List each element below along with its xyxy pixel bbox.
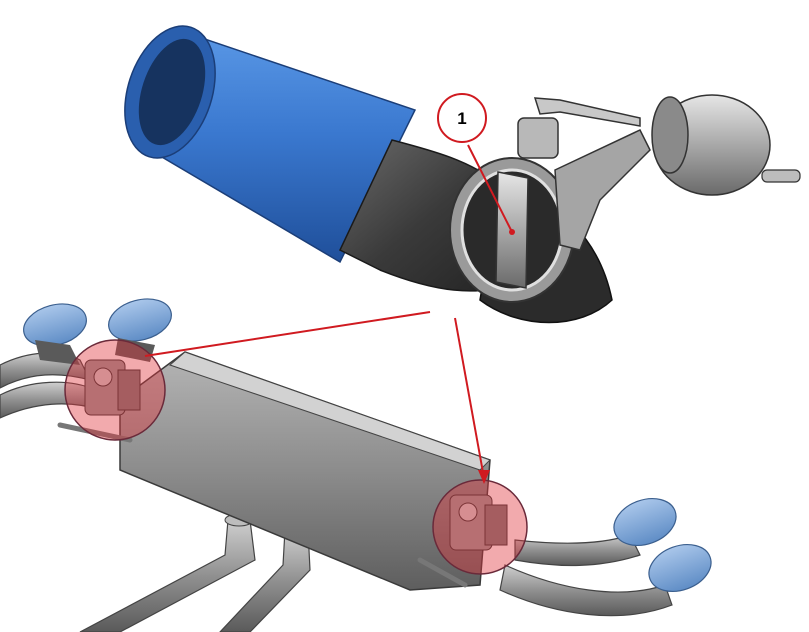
left-flap-valve	[84, 359, 141, 416]
leader-line-right	[454, 317, 485, 479]
inlet-pipe-left	[79, 519, 256, 632]
silencer-assembly	[0, 298, 712, 632]
left-flap-valve-highlight	[64, 339, 166, 441]
left-tip-b	[108, 298, 172, 342]
right-tip-b	[648, 544, 712, 592]
right-flap-valve-highlight	[432, 479, 528, 575]
callout-1-bubble	[437, 93, 487, 143]
mounting-bracket	[554, 129, 651, 251]
tailpipe-detail: 1	[124, 25, 801, 324]
actuator-nipple	[761, 169, 801, 183]
right-tailpipe-lower	[499, 564, 673, 617]
callout-1-label: 1	[457, 109, 466, 128]
right-tailpipe-upper	[514, 534, 641, 567]
callout-1: 1	[437, 93, 515, 235]
callout-1-leader	[467, 144, 513, 233]
right-flap-valve	[449, 494, 508, 551]
leader-line-left	[144, 311, 431, 357]
right-tip-a	[613, 498, 677, 546]
linkage-arm	[533, 97, 641, 127]
